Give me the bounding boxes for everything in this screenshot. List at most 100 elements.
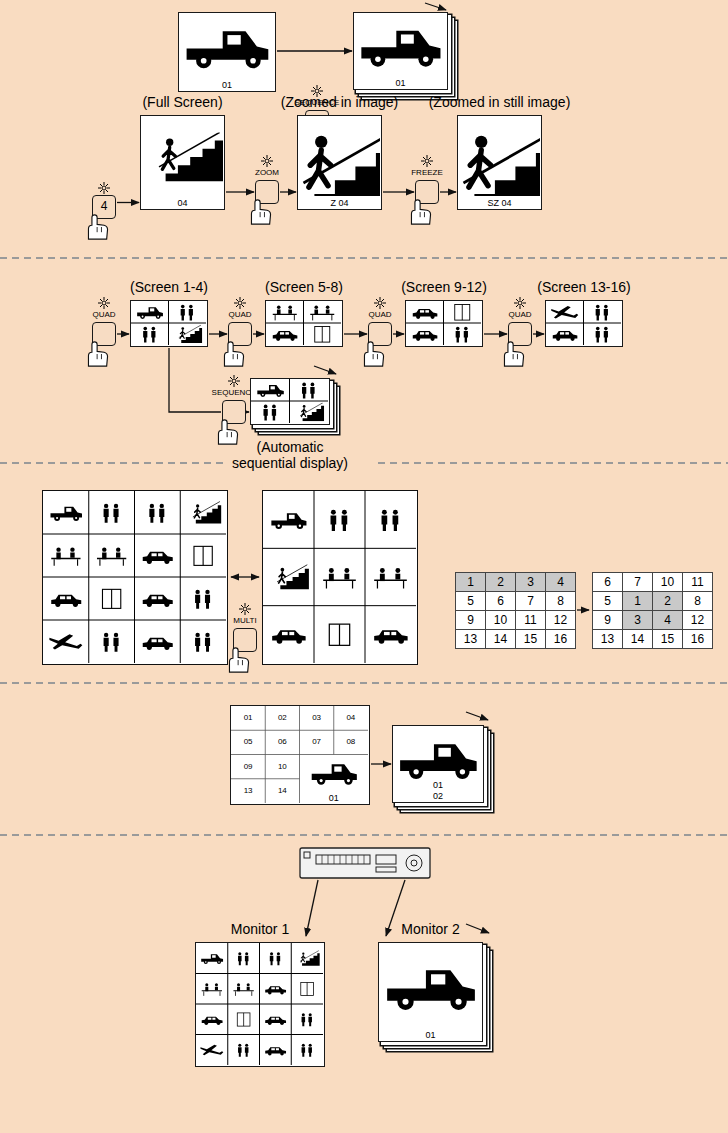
camera-number: 04 bbox=[141, 198, 224, 208]
camera-tiles bbox=[131, 301, 206, 345]
table-cell: 13 bbox=[455, 629, 486, 649]
camera-picture bbox=[298, 118, 380, 196]
camera-number: 01 bbox=[393, 780, 483, 790]
screen-frame bbox=[545, 300, 623, 347]
table-cell: 16 bbox=[545, 629, 576, 649]
camera-picture bbox=[301, 982, 314, 995]
graphic-part bbox=[0, 257, 728, 259]
graphic-part bbox=[406, 323, 481, 324]
graphic-part bbox=[43, 620, 226, 621]
table-cell: 14 bbox=[622, 629, 653, 649]
camera-number: SZ 04 bbox=[458, 198, 541, 208]
table-cell: 2 bbox=[652, 591, 683, 611]
front-panel-button: ZOOM bbox=[255, 155, 279, 204]
sequence-screen-stack: Monitor 2 01 bbox=[378, 921, 483, 1042]
camera-picture bbox=[265, 986, 286, 994]
screen-heading: (Screen 9-12) bbox=[401, 279, 487, 296]
camera-number: 13 bbox=[231, 779, 265, 803]
camera-number: 02 bbox=[393, 791, 483, 801]
camera-picture bbox=[179, 15, 274, 78]
button-face bbox=[92, 322, 116, 346]
camera-picture bbox=[329, 624, 349, 645]
graphic-part bbox=[304, 852, 310, 858]
table-cell: 11 bbox=[682, 572, 713, 592]
camera-picture bbox=[354, 15, 446, 76]
camera-picture bbox=[265, 1017, 286, 1025]
camera-picture bbox=[195, 633, 210, 652]
graphic-part bbox=[316, 855, 370, 864]
screen-frame bbox=[405, 300, 483, 347]
camera-picture bbox=[51, 547, 80, 565]
monitor-screen: 01 bbox=[178, 12, 276, 92]
camera-number: 03 bbox=[300, 706, 334, 730]
pressing-hand bbox=[221, 341, 247, 367]
graphic-part bbox=[314, 491, 315, 663]
pressing-hand bbox=[85, 214, 111, 240]
table-cell: 10 bbox=[485, 610, 516, 630]
camera-tiles bbox=[546, 301, 621, 345]
graphic-part bbox=[577, 609, 589, 610]
camera-picture bbox=[379, 945, 481, 1028]
camera-picture bbox=[102, 589, 120, 608]
pressing-hand bbox=[408, 199, 434, 225]
layout-grid-screen: 01020304050607080910131401 bbox=[230, 705, 370, 805]
graphic-part bbox=[131, 301, 206, 345]
camera-number: 01 bbox=[379, 1030, 482, 1040]
camera-tiles bbox=[43, 491, 226, 663]
camera-picture bbox=[143, 327, 155, 343]
front-panel-button: MULTI bbox=[233, 603, 257, 652]
screen-frame: Z 04 bbox=[297, 115, 382, 210]
camera-number: 10 bbox=[265, 755, 299, 779]
screen-heading: Monitor 2 bbox=[401, 921, 459, 938]
graphic-part bbox=[406, 855, 422, 871]
screen-frame: SZ 04 bbox=[457, 115, 542, 210]
camera-picture bbox=[201, 954, 223, 964]
graphic-part bbox=[514, 297, 526, 309]
graphic-part bbox=[231, 576, 259, 577]
graphic-part bbox=[263, 605, 416, 606]
camera-number: 07 bbox=[300, 730, 334, 754]
camera-picture bbox=[270, 952, 280, 965]
button-label: MULTI bbox=[233, 616, 256, 626]
flow-arrow bbox=[280, 191, 296, 192]
graphic-part bbox=[251, 379, 328, 423]
camera-number: 09 bbox=[231, 755, 265, 779]
monitor-screen: (Screen 5-8) bbox=[265, 279, 343, 347]
flow-arrow bbox=[253, 333, 264, 334]
camera-picture bbox=[51, 595, 81, 607]
camera-picture bbox=[300, 951, 320, 966]
camera-picture bbox=[143, 595, 173, 607]
table-cell: 15 bbox=[515, 629, 546, 649]
graphic-part bbox=[234, 297, 246, 309]
graphic-part bbox=[43, 491, 226, 663]
button-label: FREEZE bbox=[411, 168, 443, 178]
table-cell: 13 bbox=[592, 629, 623, 649]
screen-heading: (Zoomed in image) bbox=[281, 94, 399, 111]
flow-arrow bbox=[209, 333, 227, 334]
camera-picture bbox=[195, 590, 210, 609]
camera-picture bbox=[331, 510, 348, 531]
monitor-screen: (Screen 13-16) bbox=[537, 279, 630, 347]
graphic-part bbox=[421, 155, 433, 167]
graphic-part bbox=[187, 31, 269, 68]
monitor-screen: (Full Screen)04 bbox=[140, 94, 225, 210]
button-label: QUAD bbox=[368, 310, 391, 320]
multi-screen-16 bbox=[42, 490, 228, 665]
camera-picture bbox=[233, 983, 253, 996]
table-cell: 1 bbox=[455, 572, 486, 592]
indicator-star bbox=[98, 182, 110, 194]
section-dividers bbox=[0, 258, 728, 835]
flow-arrow bbox=[247, 411, 249, 412]
graphic-part bbox=[546, 301, 621, 345]
camera-number: 14 bbox=[265, 779, 299, 803]
camera-picture bbox=[104, 633, 119, 652]
table-cell: 2 bbox=[485, 572, 516, 592]
dvr-device bbox=[300, 848, 430, 878]
monitor-screen: Monitor 1 bbox=[195, 921, 325, 1067]
camera-picture bbox=[181, 305, 193, 321]
camera-picture bbox=[551, 306, 578, 319]
table-cell: 8 bbox=[545, 591, 576, 611]
screen-heading: (Screen 1-4) bbox=[130, 279, 208, 296]
button-label: QUAD bbox=[92, 310, 115, 320]
